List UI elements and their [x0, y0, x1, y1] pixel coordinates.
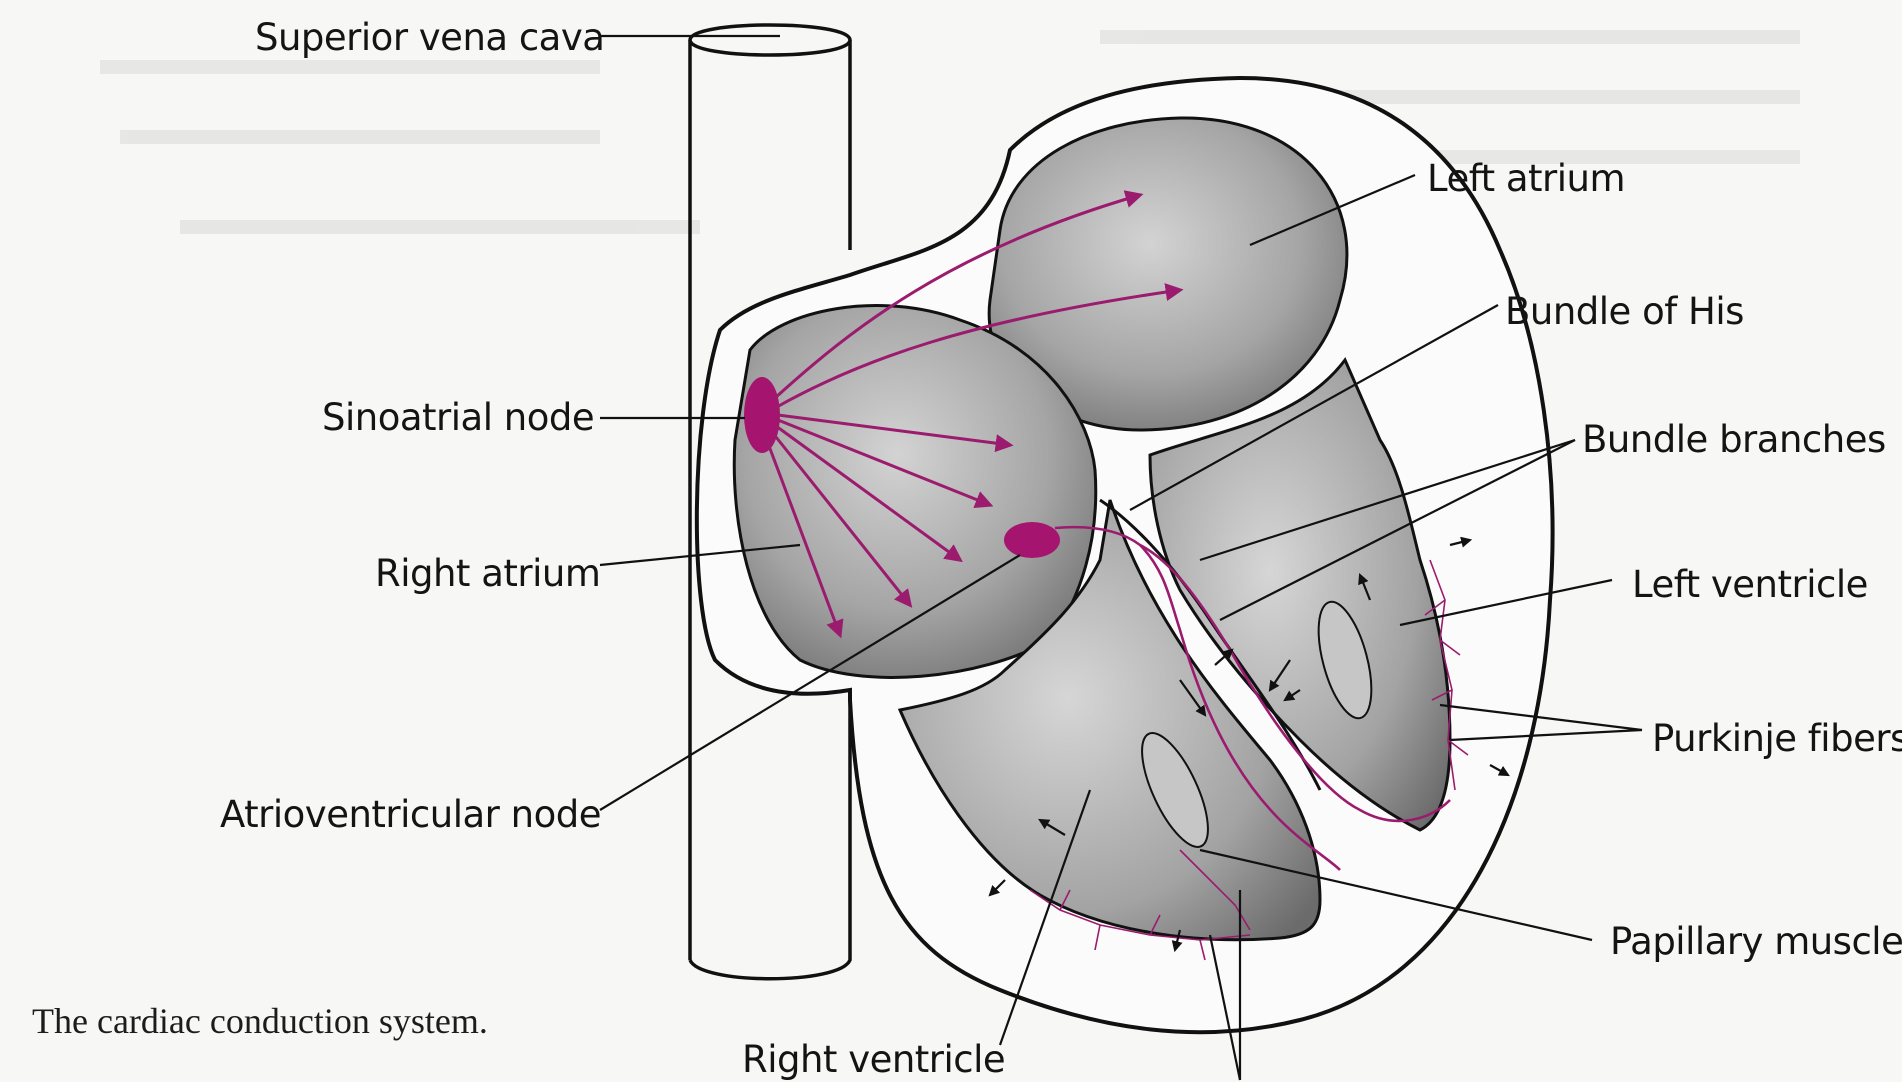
- label-papillary-muscle: Papillary muscle: [1610, 920, 1902, 963]
- label-bundle-of-his: Bundle of His: [1505, 290, 1744, 333]
- label-purkinje-fibers: Purkinje fibers: [1652, 717, 1902, 760]
- atrioventricular-node-shape: [1004, 522, 1060, 558]
- label-left-atrium: Left atrium: [1427, 157, 1625, 200]
- label-sinoatrial-node: Sinoatrial node: [322, 396, 594, 439]
- label-atrioventricular-node: Atrioventricular node: [220, 793, 601, 836]
- label-superior-vena-cava: Superior vena cava: [255, 16, 604, 59]
- label-right-ventricle: Right ventricle: [742, 1038, 1005, 1081]
- label-left-ventricle: Left ventricle: [1632, 563, 1868, 606]
- background-texture: [100, 30, 1800, 234]
- sinoatrial-node-shape: [744, 377, 780, 453]
- label-right-atrium: Right atrium: [375, 552, 600, 595]
- label-bundle-branches: Bundle branches: [1582, 418, 1886, 461]
- figure-caption: The cardiac conduction system.: [32, 1000, 488, 1042]
